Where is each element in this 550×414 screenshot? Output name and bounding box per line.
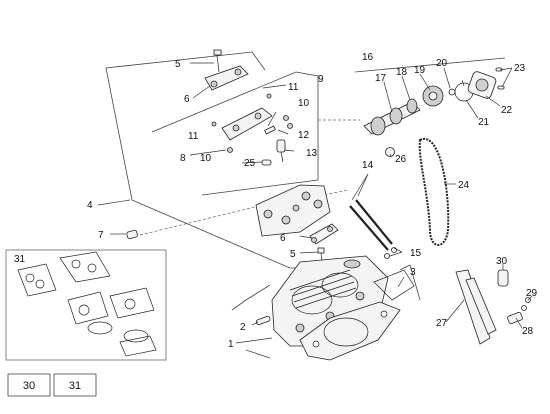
callout-22: 22 xyxy=(501,105,513,116)
callout-26: 28 xyxy=(522,326,534,337)
callout-24: 24 xyxy=(458,180,470,191)
bolt-5-top xyxy=(213,49,222,73)
callout-8: 8 xyxy=(180,153,186,164)
small-parts-10 xyxy=(227,115,293,153)
callout-2: 2 xyxy=(240,322,246,333)
chain-guide-25 xyxy=(455,269,497,345)
callout-5a: 5 xyxy=(175,59,181,70)
callout-18: 18 xyxy=(396,67,408,78)
pushrod-13 xyxy=(276,139,286,163)
part-20 xyxy=(448,88,456,96)
frame-group-16 xyxy=(354,57,506,73)
callout-21: 21 xyxy=(478,117,490,128)
callout-31: 31 xyxy=(14,254,26,265)
tensioner-26 xyxy=(507,312,523,324)
part-27 xyxy=(521,297,531,311)
callout-19: 19 xyxy=(414,65,426,76)
part-drawings xyxy=(5,49,533,361)
camshaft-16 xyxy=(363,98,421,136)
callout-29: 25 xyxy=(244,158,256,169)
callout-11a: 11 xyxy=(288,82,299,93)
part-28 xyxy=(497,269,509,287)
pushrods-14-15 xyxy=(349,199,397,259)
callout-14: 14 xyxy=(362,160,374,171)
dowel-pin-2 xyxy=(255,315,271,326)
callout-28: 30 xyxy=(496,256,508,267)
callout-23: 23 xyxy=(514,63,526,74)
rocker-assembly-mid xyxy=(255,184,331,237)
callout-15: 15 xyxy=(410,248,422,259)
gasket-3 xyxy=(373,269,415,301)
gasket-kit-frame xyxy=(5,249,167,361)
callout-30: 26 xyxy=(395,154,407,165)
callout-labels: 5 6 9 11 10 11 12 8 10 25 13 4 7 6 5 2 1… xyxy=(14,52,538,350)
callout-9: 9 xyxy=(318,74,324,85)
dashed-connectors xyxy=(139,119,360,236)
legend-box-30-label: 30 xyxy=(23,380,35,392)
callout-10a: 10 xyxy=(298,98,310,109)
callout-11b: 11 xyxy=(188,131,199,142)
washer-30 xyxy=(385,147,395,157)
rocker-arm-6-lower xyxy=(309,223,339,245)
callout-3: 3 xyxy=(410,267,416,278)
callout-12: 12 xyxy=(298,130,310,141)
part-29 xyxy=(261,159,272,166)
callout-4: 4 xyxy=(87,200,93,211)
callout-5b: 5 xyxy=(290,249,296,260)
frame-head-bottom xyxy=(245,349,271,359)
cover-22 xyxy=(467,71,497,99)
frame-group-9 xyxy=(151,71,319,196)
callout-6b: 6 xyxy=(280,233,286,244)
callout-25: 27 xyxy=(436,318,448,329)
callout-7: 7 xyxy=(98,230,104,241)
callout-16: 16 xyxy=(362,52,374,63)
head-gasket xyxy=(299,301,401,361)
callout-27: 29 xyxy=(526,288,538,299)
gasket-kit-31 xyxy=(5,249,167,361)
callout-1: 1 xyxy=(228,339,234,350)
callout-10b: 10 xyxy=(200,153,212,164)
callout-20: 20 xyxy=(436,58,448,69)
part-7 xyxy=(126,229,138,240)
rocker-arm-middle xyxy=(211,93,277,141)
callout-6a: 6 xyxy=(184,94,190,105)
frame-head-left xyxy=(231,284,271,311)
callout-17: 17 xyxy=(375,73,387,84)
frame-group-4 xyxy=(105,51,266,201)
leader-lines xyxy=(97,62,533,344)
legend-boxes: 30 31 xyxy=(7,373,97,397)
legend-box-31-label: 31 xyxy=(69,380,81,392)
rocker-arm-6-top xyxy=(204,65,249,91)
legend-box-31 xyxy=(53,373,97,397)
frame-group-3 xyxy=(399,264,421,301)
gear-19 xyxy=(422,85,444,107)
timing-chain-24 xyxy=(418,137,450,246)
legend-box-30 xyxy=(7,373,51,397)
callout-13: 13 xyxy=(306,148,318,159)
